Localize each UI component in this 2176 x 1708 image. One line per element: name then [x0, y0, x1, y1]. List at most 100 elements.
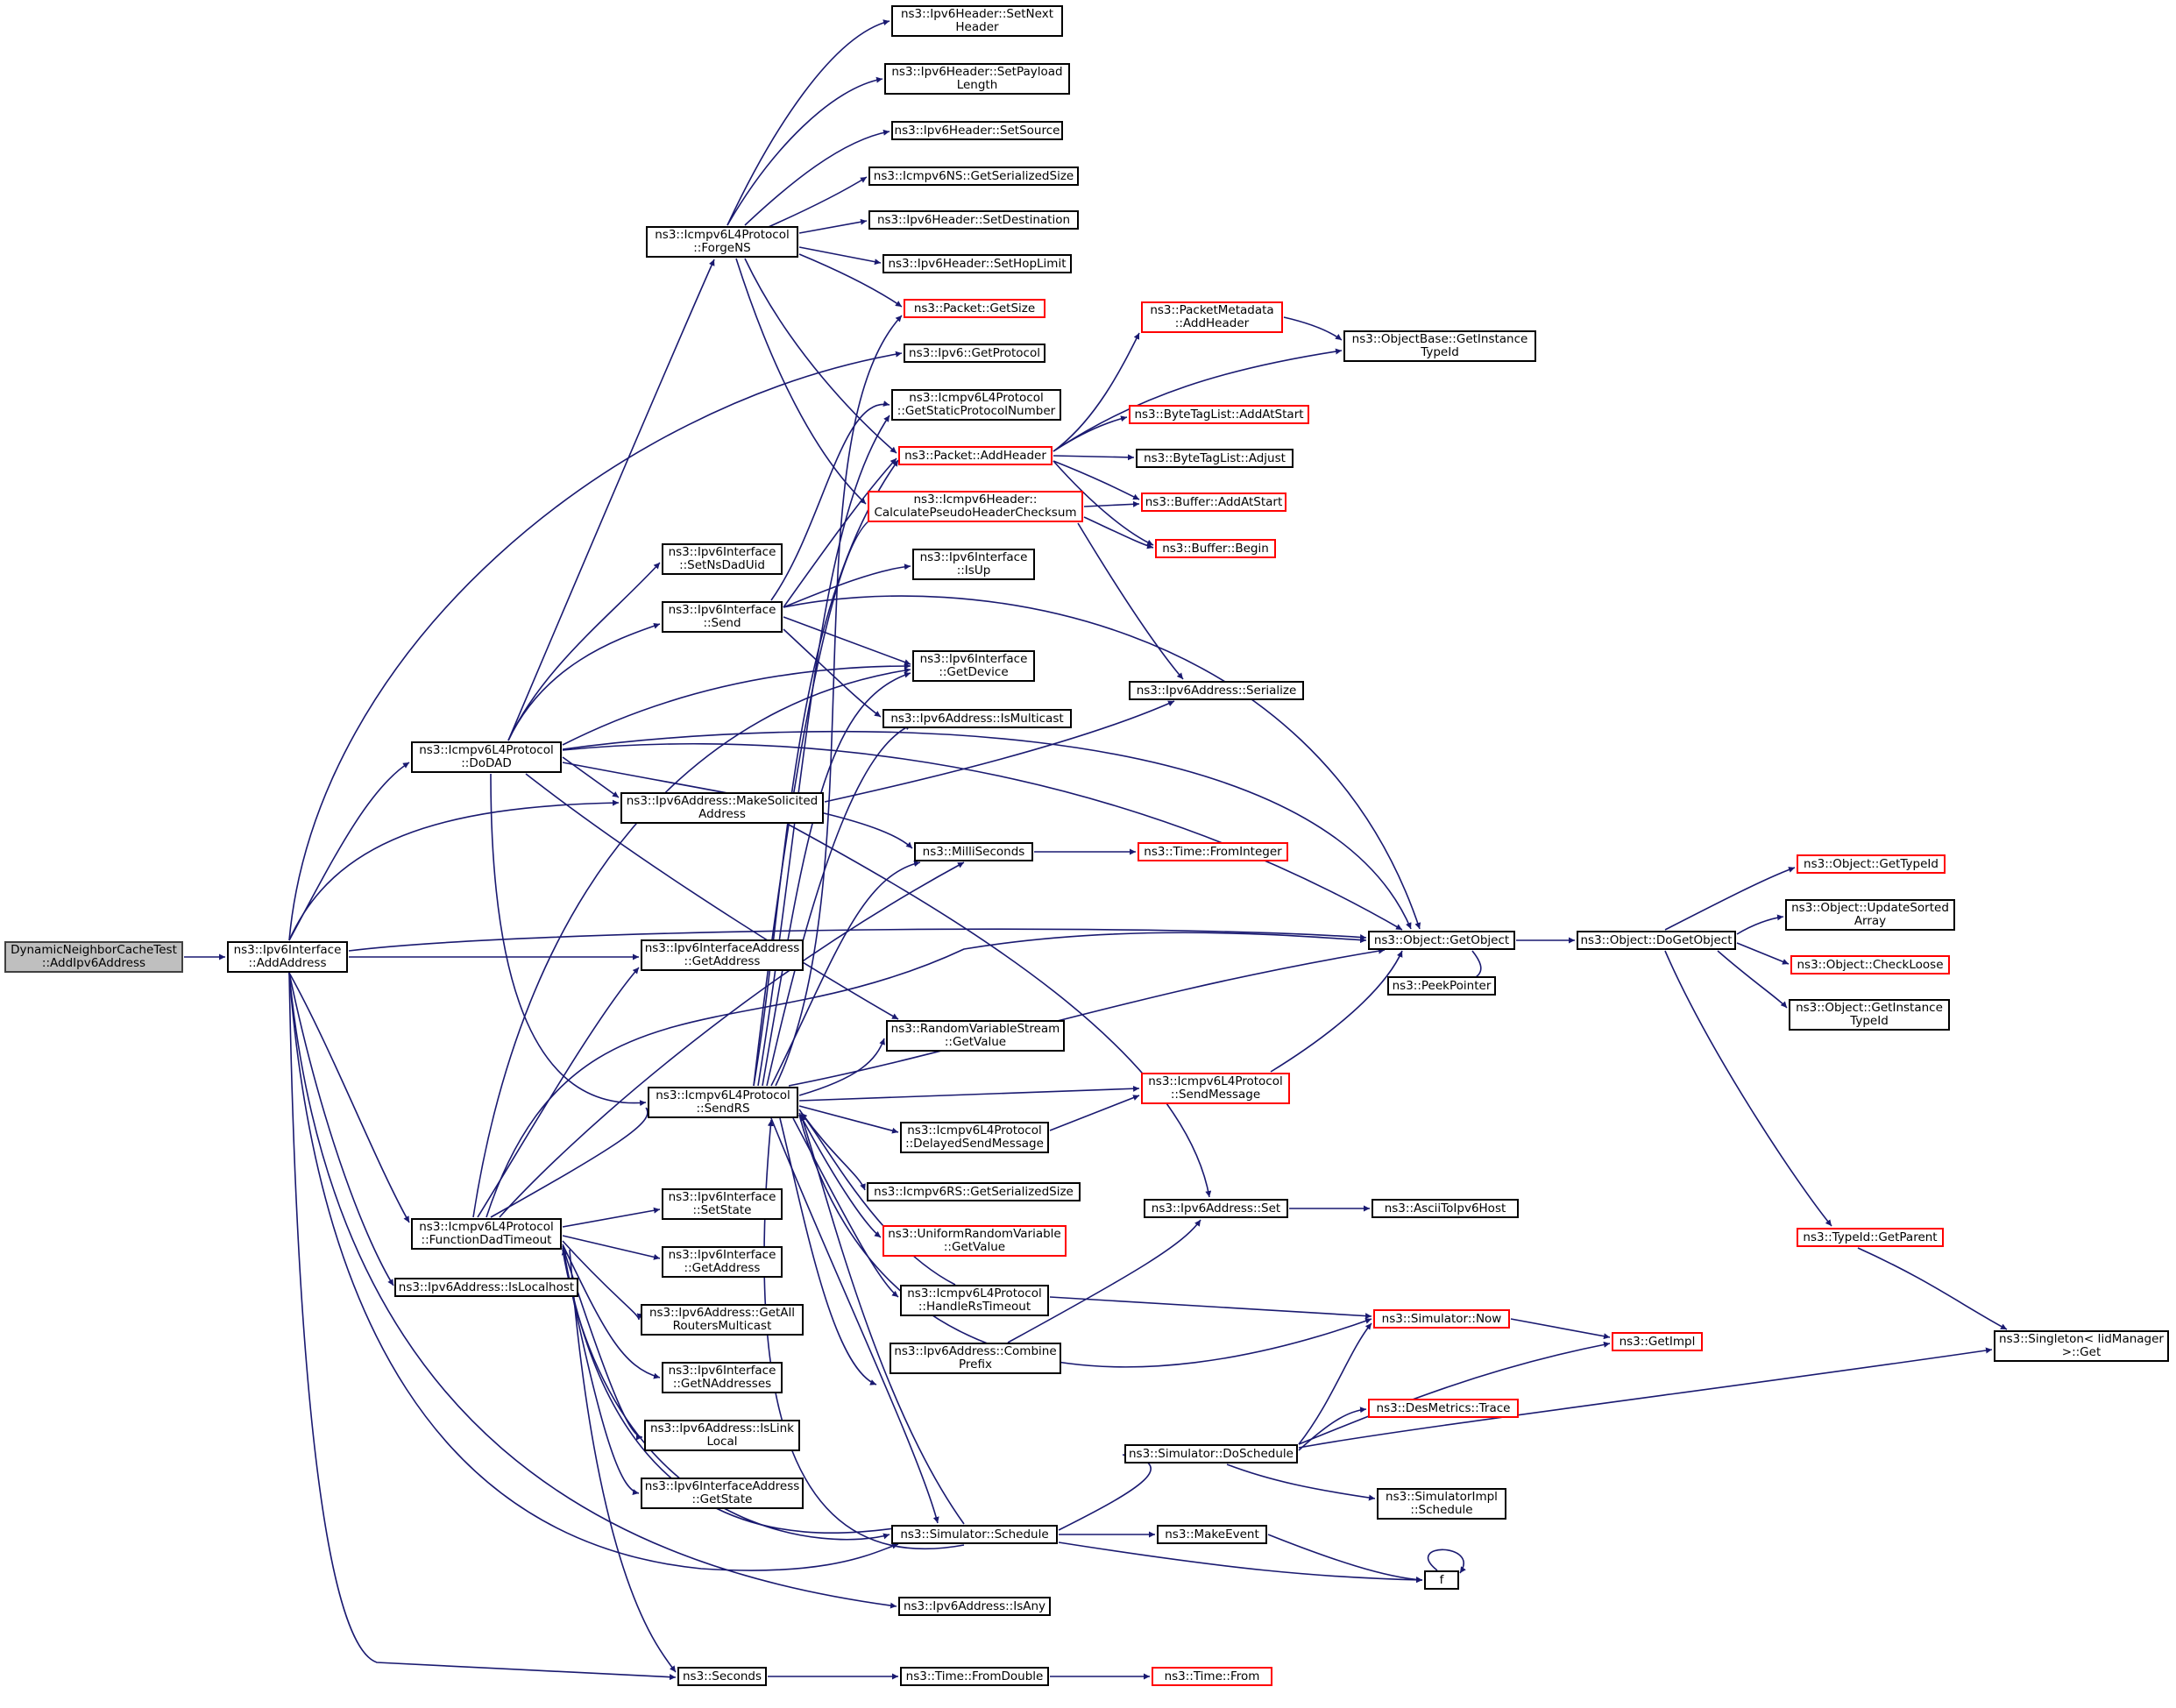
node-packet-add-header[interactable]: ns3::Packet::AddHeader: [898, 446, 1053, 465]
node-from-integer[interactable]: ns3::Time::FromInteger: [1138, 842, 1288, 861]
node-buffer-add-at-start[interactable]: ns3::Buffer::AddAtStart: [1141, 493, 1286, 512]
node-object-update-sorted-array[interactable]: ns3::Object::UpdateSorted Array: [1785, 899, 1955, 931]
node-ns-get-serialized-size[interactable]: ns3::Icmpv6NS::GetSerializedSize: [868, 167, 1079, 186]
node-ifa-get-address[interactable]: ns3::Ipv6InterfaceAddress ::GetAddress: [641, 939, 804, 971]
call-edge: [1049, 1296, 1372, 1320]
node-combine-prefix[interactable]: ns3::Ipv6Address::Combine Prefix: [890, 1343, 1061, 1374]
node-from-double[interactable]: ns3::Time::FromDouble: [900, 1667, 1049, 1686]
node-address-set[interactable]: ns3::Ipv6Address::Set: [1144, 1199, 1288, 1218]
node-f[interactable]: f: [1424, 1570, 1459, 1590]
call-edge: [569, 1249, 677, 1673]
node-packet-metadata-add-header[interactable]: ns3::PacketMetadata ::AddHeader: [1141, 301, 1283, 333]
node-set-payload-length[interactable]: ns3::Ipv6Header::SetPayload Length: [884, 63, 1070, 95]
node-byte-tag-list-add-at-start[interactable]: ns3::ByteTagList::AddAtStart: [1129, 405, 1309, 424]
node-singleton-iid-manager-get[interactable]: ns3::Singleton< IidManager >::Get: [1994, 1330, 2169, 1362]
call-edge: [798, 246, 882, 266]
call-edge: [1053, 415, 1128, 452]
node-send-rs[interactable]: ns3::Icmpv6L4Protocol ::SendRS: [648, 1087, 798, 1118]
node-set-ns-dad-uid[interactable]: ns3::Ipv6Interface ::SetNsDadUid: [662, 543, 783, 575]
node-time-from[interactable]: ns3::Time::From: [1152, 1667, 1272, 1686]
call-edge: [798, 253, 903, 308]
call-edge: [798, 1105, 899, 1134]
call-edge: [1083, 500, 1140, 507]
call-edge: [562, 1244, 661, 1379]
call-edge: [288, 762, 410, 941]
call-edge: [499, 861, 965, 1218]
node-get-static-protocol-number[interactable]: ns3::Icmpv6L4Protocol ::GetStaticProtoco…: [891, 389, 1061, 421]
node-get-n-addresses[interactable]: ns3::Ipv6Interface ::GetNAddresses: [662, 1362, 783, 1393]
node-object-get-type-id[interactable]: ns3::Object::GetTypeId: [1797, 854, 1946, 874]
node-set-hop-limit[interactable]: ns3::Ipv6Header::SetHopLimit: [882, 254, 1072, 273]
node-is-multicast[interactable]: ns3::Ipv6Address::IsMulticast: [882, 709, 1072, 728]
node-serialize[interactable]: ns3::Ipv6Address::Serialize: [1129, 681, 1304, 700]
call-edge: [1267, 1534, 1423, 1584]
node-delayed-send-message[interactable]: ns3::Icmpv6L4Protocol ::DelayedSendMessa…: [900, 1122, 1049, 1153]
node-interface-get-device[interactable]: ns3::Ipv6Interface ::GetDevice: [912, 650, 1035, 682]
call-edge: [762, 176, 868, 230]
call-edge: [288, 799, 620, 941]
node-ifa-get-state[interactable]: ns3::Ipv6InterfaceAddress ::GetState: [641, 1478, 804, 1509]
node-object-base-get-instance-type-id[interactable]: ns3::ObjectBase::GetInstance TypeId: [1343, 330, 1536, 362]
node-rs-get-serialized-size[interactable]: ns3::Icmpv6RS::GetSerializedSize: [867, 1182, 1081, 1201]
node-set-source[interactable]: ns3::Ipv6Header::SetSource: [891, 121, 1063, 140]
node-interface-get-address[interactable]: ns3::Ipv6Interface ::GetAddress: [662, 1246, 783, 1278]
node-make-solicited-address[interactable]: ns3::Ipv6Address::MakeSolicited Address: [620, 792, 824, 824]
node-get-all-routers-multicast[interactable]: ns3::Ipv6Address::GetAll RoutersMulticas…: [641, 1304, 804, 1336]
node-do-schedule[interactable]: ns3::Simulator::DoSchedule: [1124, 1444, 1298, 1463]
call-edge: [562, 730, 1412, 930]
call-edge: [1049, 1095, 1140, 1131]
call-edge: [1053, 348, 1343, 452]
call-edge: [1226, 1463, 1376, 1501]
call-edge: [770, 400, 890, 601]
node-des-metrics-trace[interactable]: ns3::DesMetrics::Trace: [1368, 1399, 1519, 1418]
node-simulator-impl-schedule[interactable]: ns3::SimulatorImpl ::Schedule: [1377, 1488, 1506, 1520]
node-get-impl[interactable]: ns3::GetImpl: [1612, 1332, 1703, 1351]
node-interface-send[interactable]: ns3::Ipv6Interface ::Send: [662, 601, 783, 633]
node-make-event[interactable]: ns3::MakeEvent: [1157, 1525, 1267, 1544]
call-edge: [288, 972, 677, 1681]
call-edge: [1717, 950, 1788, 1009]
node-type-id-get-parent[interactable]: ns3::TypeId::GetParent: [1797, 1228, 1944, 1247]
call-edge: [1083, 516, 1154, 549]
node-object-get-object[interactable]: ns3::Object::GetObject: [1368, 931, 1515, 950]
node-milli-seconds[interactable]: ns3::MilliSeconds: [914, 842, 1033, 861]
call-edge: [783, 628, 882, 718]
node-object-check-loose[interactable]: ns3::Object::CheckLoose: [1790, 955, 1950, 974]
node-object-do-get-object[interactable]: ns3::Object::DoGetObject: [1577, 931, 1736, 950]
node-object-get-instance-type-id[interactable]: ns3::Object::GetInstance TypeId: [1789, 999, 1950, 1031]
node-is-link-local[interactable]: ns3::Ipv6Address::IsLink Local: [644, 1420, 800, 1451]
node-add-address[interactable]: ns3::Ipv6Interface ::AddAddress: [227, 941, 348, 973]
node-handle-rs-timeout[interactable]: ns3::Icmpv6L4Protocol ::HandleRsTimeout: [900, 1285, 1049, 1316]
node-calculate-pseudo-header-checksum[interactable]: ns3::Icmpv6Header:: CalculatePseudoHeade…: [868, 491, 1083, 522]
node-seconds[interactable]: ns3::Seconds: [677, 1667, 767, 1686]
node-do-dad[interactable]: ns3::Icmpv6L4Protocol ::DoDAD: [411, 741, 562, 773]
node-set-next-header[interactable]: ns3::Ipv6Header::SetNext Header: [891, 5, 1063, 37]
node-simulator-now[interactable]: ns3::Simulator::Now: [1373, 1309, 1510, 1329]
node-interface-is-up[interactable]: ns3::Ipv6Interface ::IsUp: [912, 549, 1035, 580]
node-rvs-get-value[interactable]: ns3::RandomVariableStream ::GetValue: [886, 1020, 1065, 1052]
node-get-protocol[interactable]: ns3::Ipv6::GetProtocol: [904, 344, 1045, 363]
node-function-dad-timeout[interactable]: ns3::Icmpv6L4Protocol ::FunctionDadTimeo…: [411, 1218, 562, 1250]
call-edge: [770, 1117, 939, 1524]
call-edge: [288, 972, 897, 1609]
node-simulator-schedule[interactable]: ns3::Simulator::Schedule: [891, 1525, 1058, 1544]
node-buffer-begin[interactable]: ns3::Buffer::Begin: [1155, 539, 1276, 558]
call-edge: [1058, 1541, 1423, 1584]
call-edge: [1298, 1347, 1993, 1449]
call-edge: [1736, 914, 1784, 935]
node-send-message[interactable]: ns3::Icmpv6L4Protocol ::SendMessage: [1141, 1073, 1290, 1104]
node-urv-get-value[interactable]: ns3::UniformRandomVariable ::GetValue: [882, 1225, 1067, 1257]
node-is-any[interactable]: ns3::Ipv6Address::IsAny: [898, 1597, 1051, 1616]
node-set-destination[interactable]: ns3::Ipv6Header::SetDestination: [868, 210, 1079, 230]
node-peek-pointer[interactable]: ns3::PeekPointer: [1387, 976, 1496, 996]
node-forge-ns[interactable]: ns3::Icmpv6L4Protocol ::ForgeNS: [646, 226, 798, 258]
node-packet-get-size[interactable]: ns3::Packet::GetSize: [904, 299, 1045, 318]
node-is-localhost[interactable]: ns3::Ipv6Address::IsLocalhost: [394, 1278, 578, 1297]
call-edge: [1857, 1247, 2008, 1330]
call-edge: [507, 259, 715, 741]
node-ascii-to-ipv6-host[interactable]: ns3::AsciiToIpv6Host: [1372, 1199, 1519, 1218]
node-interface-set-state[interactable]: ns3::Ipv6Interface ::SetState: [662, 1188, 783, 1220]
call-edge: [490, 1107, 653, 1218]
node-byte-tag-list-adjust[interactable]: ns3::ByteTagList::Adjust: [1136, 449, 1294, 468]
